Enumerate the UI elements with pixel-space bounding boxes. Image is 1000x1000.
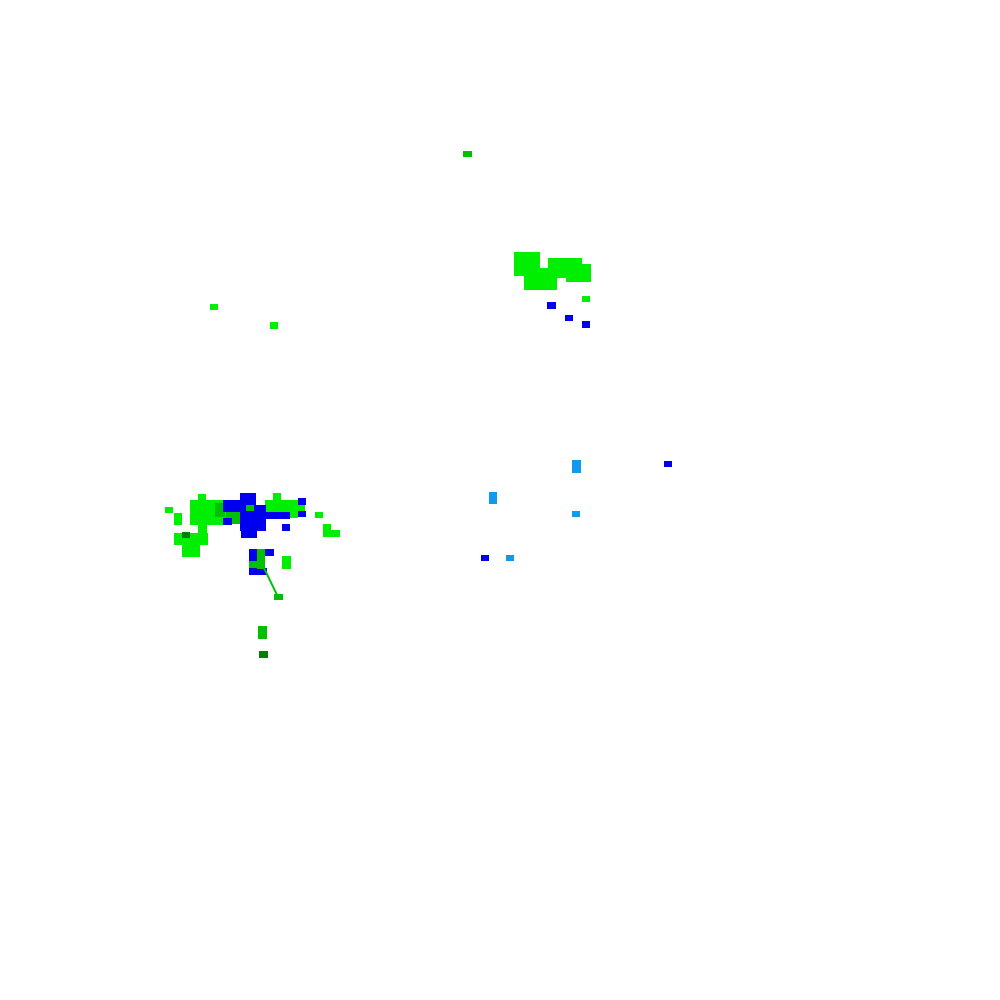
- map-cell: [165, 507, 173, 513]
- top-marker-cluster: [463, 151, 472, 157]
- map-cell: [265, 549, 274, 556]
- map-cell: [506, 555, 514, 561]
- map-cell: [249, 561, 258, 568]
- map-cell: [182, 532, 190, 538]
- map-cell: [298, 498, 306, 505]
- south-west-cluster: [165, 493, 340, 658]
- map-cell: [257, 549, 265, 569]
- map-cell: [215, 503, 225, 517]
- map-cell: [223, 518, 232, 525]
- map-cell: [259, 651, 268, 658]
- map-cell: [323, 530, 340, 537]
- map-cell: [249, 568, 267, 575]
- map-cell: [582, 296, 590, 302]
- map-cell: [489, 492, 497, 504]
- map-cell: [256, 512, 290, 519]
- map-cell: [290, 510, 298, 518]
- map-cell: [282, 556, 291, 569]
- map-cell: [547, 302, 556, 309]
- map-cell: [565, 315, 573, 321]
- map-cell: [273, 493, 281, 501]
- west-isolated-cells: [210, 304, 278, 329]
- map-cell: [323, 524, 331, 532]
- map-cell: [249, 549, 258, 563]
- map-cell: [315, 512, 323, 518]
- map-cell: [572, 460, 581, 473]
- map-cell: [246, 505, 254, 511]
- map-cell: [258, 626, 267, 639]
- map-cell: [298, 511, 306, 517]
- map-cell: [270, 322, 278, 329]
- east-scattered-cells: [481, 460, 672, 561]
- map-cell: [463, 151, 472, 157]
- map-cell: [174, 513, 182, 525]
- map-cell: [664, 461, 672, 467]
- map-cell: [582, 321, 590, 328]
- map-cell: [198, 525, 207, 535]
- map-cell: [241, 530, 257, 538]
- connector-line: [263, 567, 279, 598]
- map-cell: [182, 545, 200, 557]
- map-cell: [274, 594, 283, 600]
- map-cell: [223, 500, 243, 512]
- map-cell: [572, 511, 580, 517]
- map-cell: [210, 304, 218, 310]
- map-cell: [232, 518, 241, 524]
- map-cell: [198, 494, 206, 502]
- map-cell: [566, 264, 591, 282]
- map-cell: [282, 524, 290, 531]
- north-east-cluster: [514, 252, 591, 328]
- map-cell: [481, 555, 489, 561]
- map-cell: [240, 493, 256, 505]
